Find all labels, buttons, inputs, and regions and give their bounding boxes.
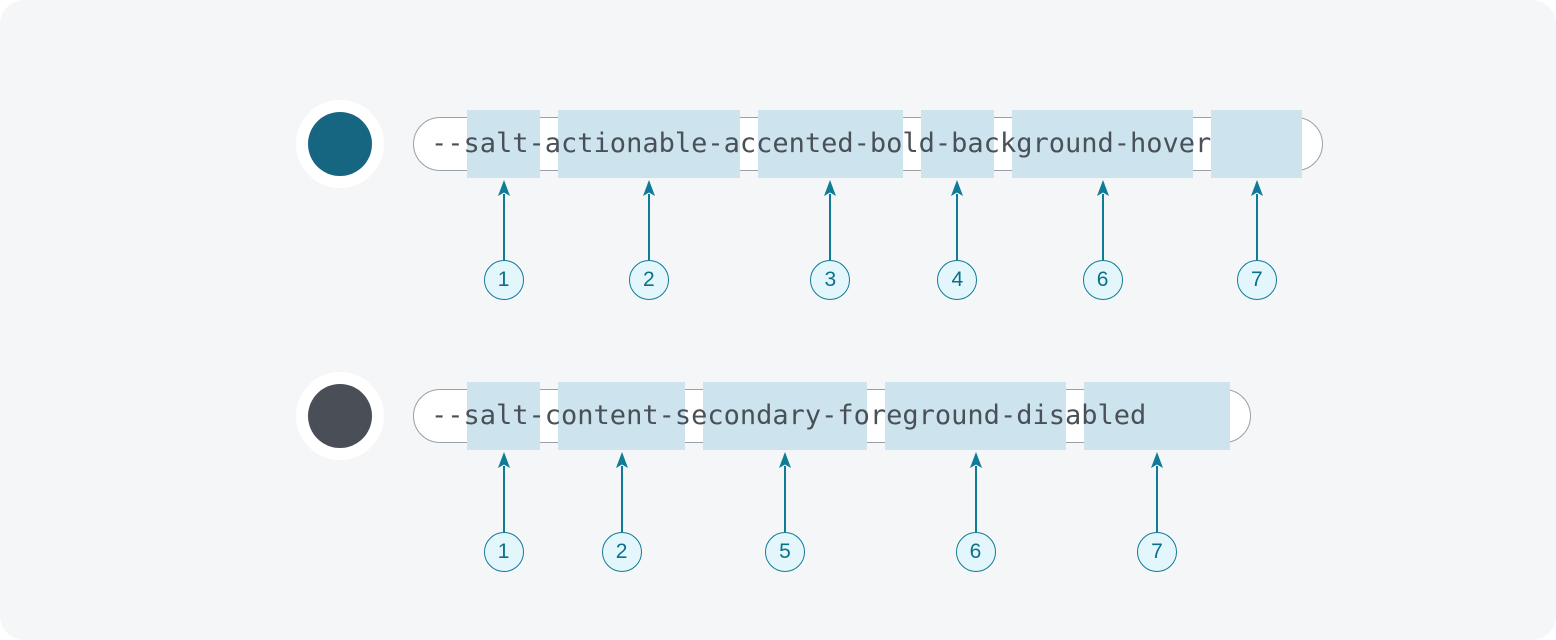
arrow-up-icon xyxy=(778,452,791,532)
segment-highlight xyxy=(1211,110,1303,178)
arrow-up-icon xyxy=(1151,452,1163,532)
segment-highlight xyxy=(467,382,540,450)
callout-number-badge: 7 xyxy=(1236,260,1277,300)
segment-highlight xyxy=(467,110,540,178)
arrow-up-icon xyxy=(497,452,510,532)
callout-number-badge: 3 xyxy=(810,260,851,300)
arrow-up-icon xyxy=(824,180,837,260)
callout-number-badge: 5 xyxy=(764,532,805,572)
segment-highlight xyxy=(558,110,740,178)
arrow-up-icon xyxy=(497,180,510,260)
swatch-ring xyxy=(296,100,384,188)
actionable-accented-bold-background-hover-swatch xyxy=(308,112,372,176)
arrow-up-icon xyxy=(951,180,964,260)
callout-number-badge: 2 xyxy=(628,260,669,300)
segment-highlight xyxy=(558,382,686,450)
arrow-up-icon xyxy=(1250,180,1263,260)
callout-number-badge: 6 xyxy=(955,532,996,572)
callout-number-badge: 7 xyxy=(1137,532,1177,572)
arrow-up-icon xyxy=(615,452,628,532)
segment-highlight xyxy=(1011,110,1194,178)
swatch-ring xyxy=(296,372,384,460)
segment-highlight xyxy=(921,110,994,178)
arrow-up-icon xyxy=(969,452,982,532)
callout-number-badge: 1 xyxy=(483,260,524,300)
segment-highlight xyxy=(757,110,903,178)
callout-number-badge: 1 xyxy=(483,532,524,572)
token-text: --salt-actionable-accented-bold-backgrou… xyxy=(431,128,1212,159)
token-text: --salt-content-secondary-foreground-disa… xyxy=(431,400,1147,431)
segment-highlight xyxy=(1084,382,1230,450)
arrow-up-icon xyxy=(642,180,655,260)
callout-number-badge: 6 xyxy=(1082,260,1123,300)
arrow-up-icon xyxy=(1096,180,1109,260)
highlight-layer xyxy=(0,96,1556,196)
highlight-layer xyxy=(0,368,1556,468)
segment-highlight xyxy=(703,382,867,450)
callout-number-badge: 4 xyxy=(937,260,978,300)
segment-highlight xyxy=(884,382,1067,450)
callout-number-badge: 2 xyxy=(601,532,642,572)
content-secondary-foreground-disabled-swatch xyxy=(308,384,372,448)
